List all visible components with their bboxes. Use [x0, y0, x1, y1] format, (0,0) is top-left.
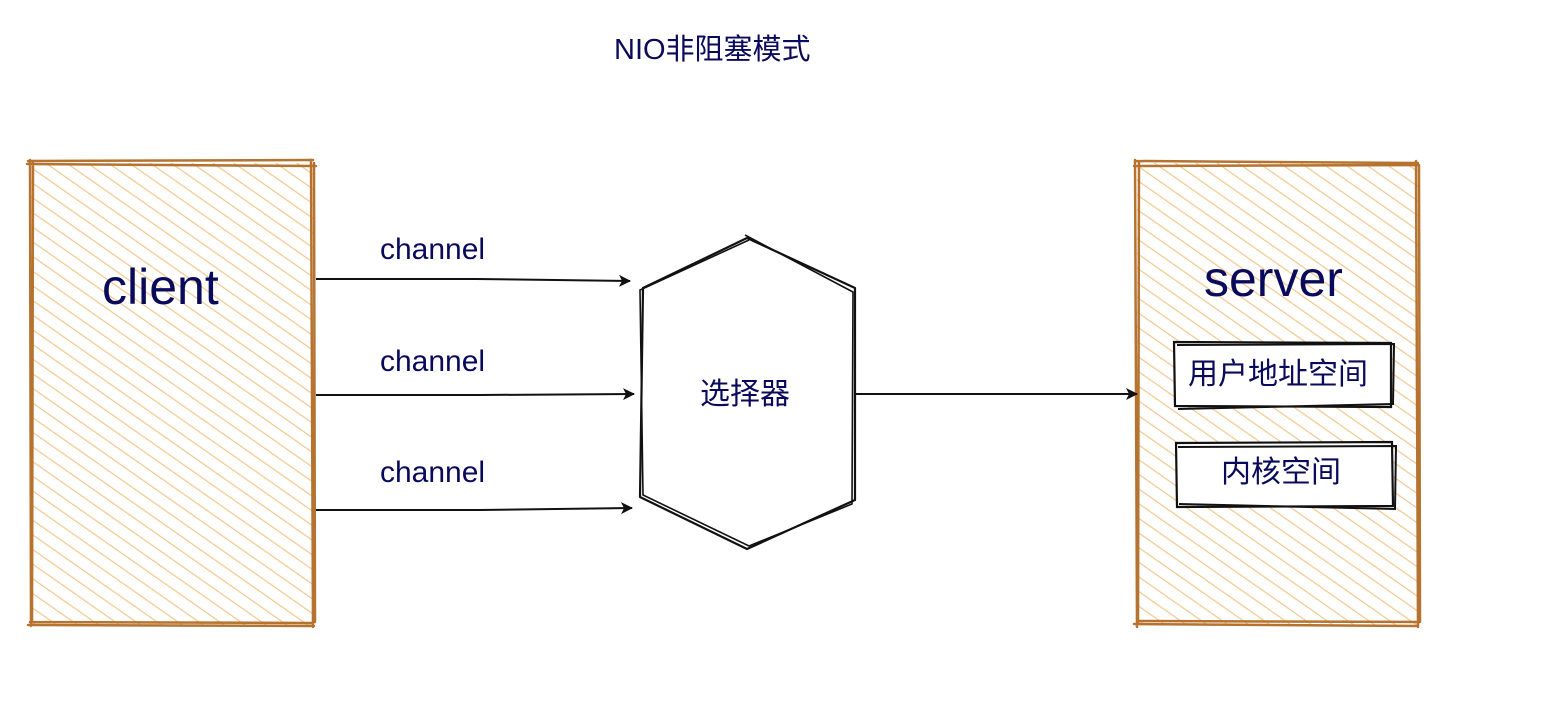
userspace-label: 用户地址空间 [1188, 358, 1368, 391]
kernel-label: 内核空间 [1221, 456, 1341, 489]
channel-label-1: channel [380, 233, 486, 266]
channel-label-2: channel [380, 345, 486, 378]
selector-label: 选择器 [700, 378, 790, 411]
client-box [25, 158, 318, 629]
diagram-title: NIO非阻塞模式 [614, 34, 811, 66]
server-label: server [1204, 251, 1343, 307]
channel-arrow-2 [316, 388, 635, 401]
selector-hexagon [638, 234, 857, 551]
userspace-box [1172, 340, 1396, 410]
channel-arrow-1 [316, 274, 631, 287]
kernel-box [1174, 440, 1398, 511]
client-label: client [102, 259, 219, 315]
channel-arrow-3 [316, 502, 633, 515]
channel-label-3: channel [380, 456, 486, 489]
